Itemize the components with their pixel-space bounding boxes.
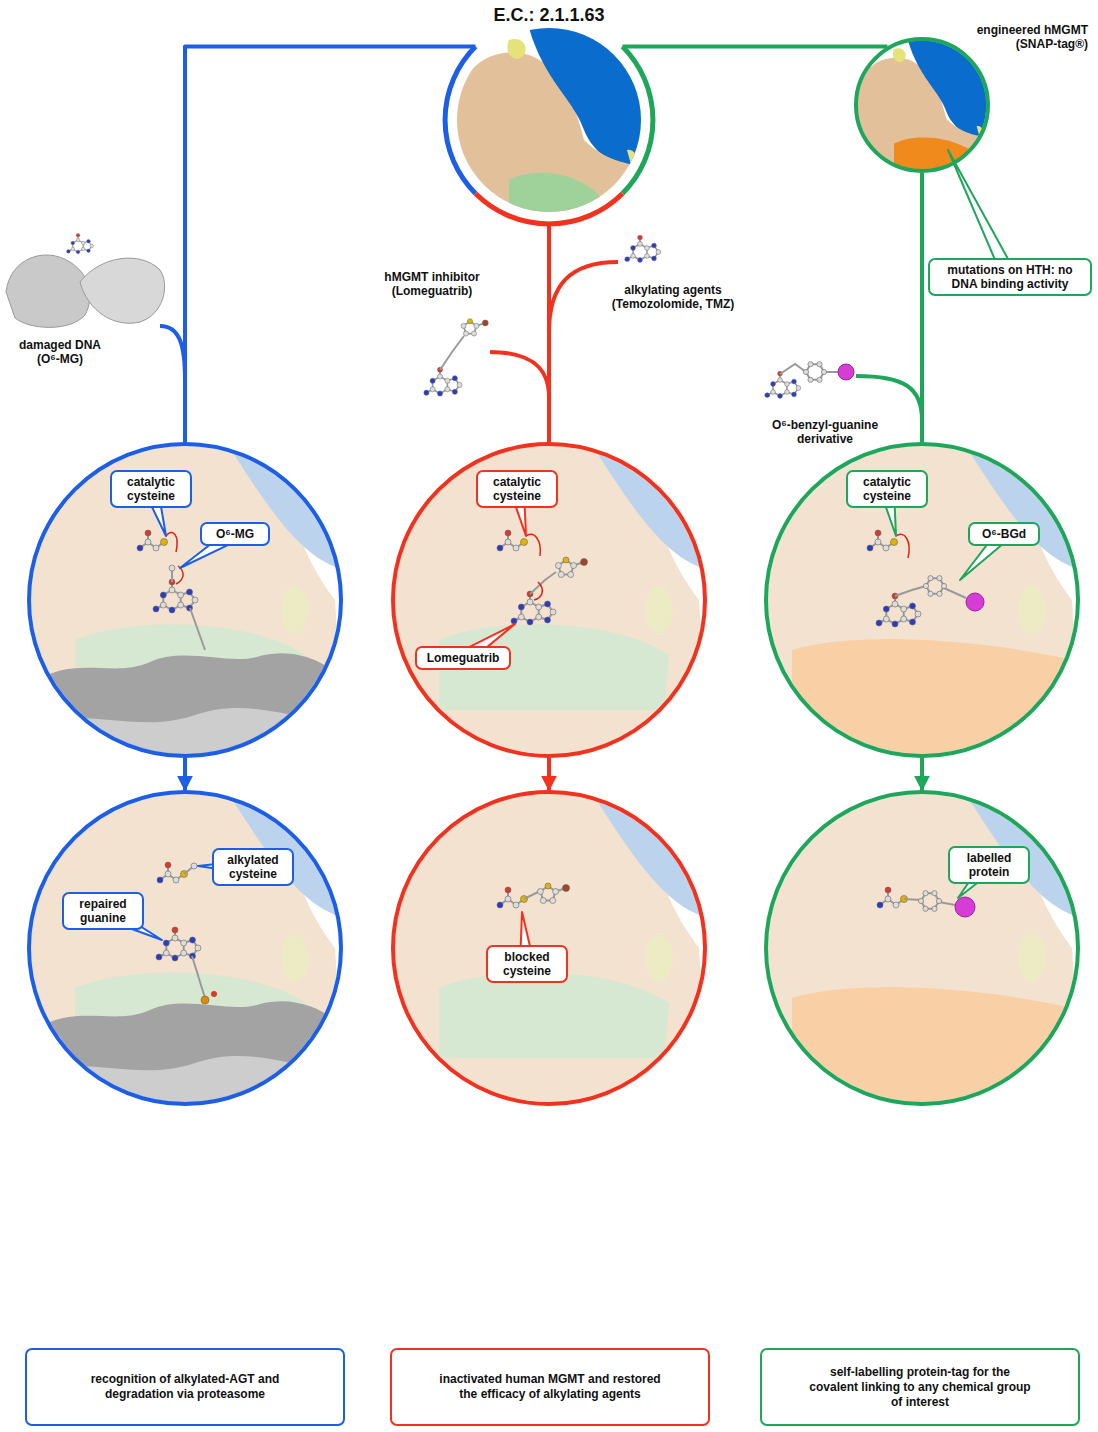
outcome-box: recognition of alkylated-AGT and degrada… <box>25 1348 345 1426</box>
callout: catalytic cysteine <box>476 470 558 508</box>
node-text: Lomeguatrib <box>422 651 504 665</box>
node-text: repaired guanine <box>69 897 137 925</box>
enzyme-circle: E.C.: 2.1.1.63 <box>441 12 657 228</box>
repaired-circle: alkylated cysteine repaired guanine <box>27 790 343 1106</box>
node-text: catalytic cysteine <box>117 475 185 503</box>
callout: blocked cysteine <box>486 945 568 983</box>
snap-tag-circle: engineered hMGMT (SNAP-tag®) <box>854 37 990 173</box>
input-label: alkylating agents (Temozolomide, TMZ) <box>598 283 748 311</box>
callout: catalytic cysteine <box>846 470 928 508</box>
outcome-box: self-labelling protein-tag for the coval… <box>760 1348 1080 1426</box>
node-text: catalytic cysteine <box>853 475 921 503</box>
callout: O⁶-BGd <box>968 522 1040 546</box>
node-heading: engineered hMGMT (SNAP-tag®) <box>962 23 1088 51</box>
outcome-box: inactivated human MGMT and restored the … <box>390 1348 710 1426</box>
node-text: O⁶-MG <box>207 527 263 541</box>
input-label: O⁶-benzyl-guanine derivative <box>764 418 886 446</box>
callout: repaired guanine <box>62 892 144 930</box>
repair-circle: catalytic cysteineO⁶-MG <box>27 442 343 758</box>
connector <box>920 173 924 442</box>
labelling-circle: catalytic cysteineO⁶-BGd <box>764 442 1080 758</box>
box-text-holder: recognition of alkylated-AGT and degrada… <box>70 1372 300 1402</box>
callout: Lomeguatrib <box>415 646 511 670</box>
node-text: self-labelling protein-tag for the coval… <box>805 1365 1035 1410</box>
node-text: alkylated cysteine <box>219 853 287 881</box>
node-text: catalytic cysteine <box>483 475 551 503</box>
input-label: damaged DNA (O⁶-MG) <box>8 338 112 366</box>
node-text: labelled protein <box>955 851 1023 879</box>
node-text: inactivated human MGMT and restored the … <box>435 1372 665 1402</box>
node-text: mutations on HTH: no DNA binding activit… <box>935 263 1085 291</box>
connector <box>185 47 476 443</box>
outline-arc <box>476 194 623 224</box>
labelled-circle: labelled protein <box>764 790 1080 1106</box>
input-label: hMGMT inhibitor (Lomeguatrib) <box>370 270 494 298</box>
connector <box>547 224 551 442</box>
node-text: recognition of alkylated-AGT and degrada… <box>70 1372 300 1402</box>
box-text-holder: self-labelling protein-tag for the coval… <box>805 1365 1035 1410</box>
node-text: O⁶-BGd <box>975 527 1033 541</box>
connector <box>183 758 187 790</box>
callout: alkylated cysteine <box>212 848 294 886</box>
enzyme-outline <box>441 12 657 228</box>
outline-arc <box>623 47 653 194</box>
blocked-circle: blocked cysteine <box>391 790 707 1106</box>
connector <box>920 758 924 790</box>
connector <box>547 758 551 790</box>
mutation-callout: mutations on HTH: no DNA binding activit… <box>928 258 1092 296</box>
callout: labelled protein <box>948 846 1030 884</box>
diagram-title: E.C.: 2.1.1.63 <box>441 4 657 26</box>
connector <box>623 45 888 49</box>
callout: O⁶-MG <box>200 522 270 546</box>
callout: catalytic cysteine <box>110 470 192 508</box>
node-text: blocked cysteine <box>493 950 561 978</box>
outline-arc <box>445 47 475 194</box>
box-text-holder: inactivated human MGMT and restored the … <box>435 1372 665 1402</box>
inhibition-circle: catalytic cysteineLomeguatrib <box>391 442 707 758</box>
